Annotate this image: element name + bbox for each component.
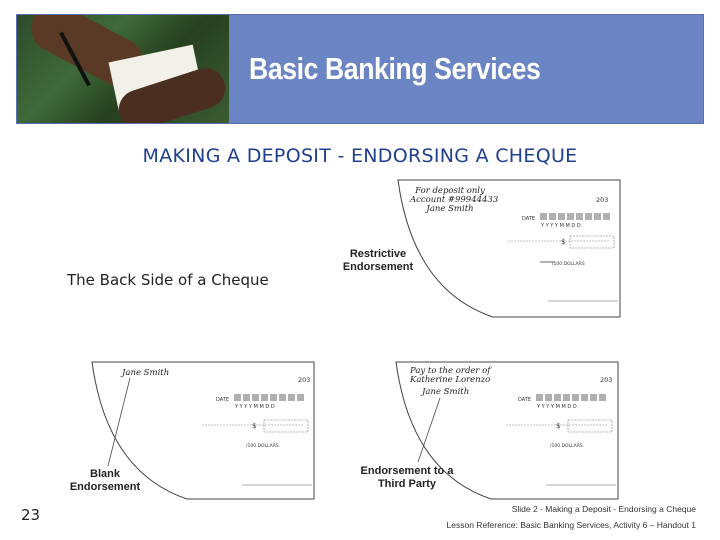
page-title: MAKING A DEPOSIT - ENDORSING A CHEQUE <box>142 145 578 167</box>
cheque-third-party: Pay to the order of Katherine Lorenzo Ja… <box>395 361 619 500</box>
cheque-number: 203 <box>298 376 311 384</box>
endorsement-text: Jane Smith <box>122 368 170 378</box>
dollar-sign: $ <box>561 238 566 246</box>
dollar-sign: $ <box>252 422 257 430</box>
header-banner: Basic Banking Services <box>16 14 704 124</box>
callout-third-party: Endorsement to a Third Party <box>360 465 454 490</box>
dollars-label: /100 DOLLARS <box>552 262 585 267</box>
date-format: Y Y Y Y M M D D <box>235 404 275 410</box>
endorsement-text: Pay to the order of Katherine Lorenzo Ja… <box>410 366 491 397</box>
banner-title: Basic Banking Services <box>249 51 541 86</box>
footer-lesson-ref: Lesson Reference: Basic Banking Services… <box>446 520 696 530</box>
cheque-blank: Jane Smith 203 DATE Y Y Y Y M M D D $ /1… <box>91 361 315 500</box>
date-label: DATE <box>522 216 536 222</box>
callout-blank: Blank Endorsement <box>69 468 141 493</box>
date-format: Y Y Y Y M M D D <box>541 223 581 229</box>
cheque-outline <box>395 361 619 500</box>
date-label: DATE <box>518 397 532 403</box>
slide-number: 23 <box>21 506 41 524</box>
footer-slide-ref: Slide 2 - Making a Deposit - Endorsing a… <box>511 504 696 514</box>
endorsement-text: For deposit only Account #99944433 Jane … <box>410 186 499 214</box>
cheque-number: 203 <box>600 376 613 384</box>
back-side-label: The Back Side of a Cheque <box>67 271 269 289</box>
dollar-sign: $ <box>556 422 561 430</box>
cheque-number: 203 <box>596 196 609 204</box>
banner-photo-signing-cheque <box>17 15 229 123</box>
date-label: DATE <box>216 397 230 403</box>
cheque-restrictive: For deposit only Account #99944433 Jane … <box>397 179 621 318</box>
date-format: Y Y Y Y M M D D <box>537 404 577 410</box>
dollars-label: /100 DOLLARS <box>550 444 583 449</box>
callout-restrictive: Restrictive Endorsement <box>342 248 414 273</box>
dollars-label: /100 DOLLARS <box>246 444 279 449</box>
